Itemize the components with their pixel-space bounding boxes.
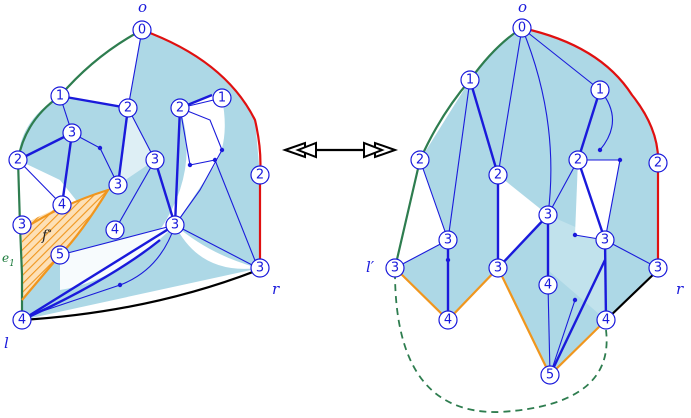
left-internal-edges (17, 29, 259, 322)
svg-text:3: 3 (18, 218, 26, 233)
left-orange-edges (21, 188, 111, 301)
left-hole-a (160, 95, 225, 230)
left-node: 2 (170, 98, 190, 118)
svg-text:1: 1 (56, 89, 64, 104)
left-label-e1: e1 (2, 251, 15, 269)
right-node: 3 (648, 258, 668, 278)
svg-text:3: 3 (171, 218, 179, 233)
left-node: 3 (165, 215, 185, 235)
svg-text:4: 4 (444, 313, 452, 328)
left-red-boundary (141, 28, 262, 268)
svg-text:3: 3 (114, 178, 122, 193)
right-hole-2 (498, 175, 548, 268)
svg-text:0: 0 (518, 21, 526, 36)
svg-text:3: 3 (391, 261, 399, 276)
svg-text:3: 3 (601, 233, 609, 248)
right-node: 3 (538, 205, 558, 225)
right-node: 0 (512, 18, 532, 38)
svg-text:3: 3 (68, 126, 76, 141)
right-node (598, 253, 612, 267)
right-node: 1 (590, 80, 610, 100)
left-node: 1 (212, 88, 232, 108)
svg-text:1: 1 (218, 91, 226, 106)
right-node: 3 (595, 230, 615, 250)
left-hole-d (118, 108, 155, 185)
left-node: 4 (52, 195, 72, 215)
left-node: 5 (50, 245, 70, 265)
left-node: 4 (12, 310, 32, 330)
right-label-l-prime: l′ (366, 258, 375, 276)
right-node: 4 (538, 275, 558, 295)
left-face-upper-left (18, 96, 128, 205)
svg-text:1: 1 (466, 73, 474, 88)
left-node: 3 (108, 175, 128, 195)
right-node: 3 (488, 258, 508, 278)
svg-text:3: 3 (256, 261, 264, 276)
left-node: 1 (50, 86, 70, 106)
left-node: 4 (105, 220, 125, 240)
left-node: 3 (145, 150, 165, 170)
svg-text:4: 4 (544, 278, 552, 293)
right-node: 5 (540, 365, 560, 385)
left-node: 0 (132, 20, 152, 40)
svg-text:2: 2 (124, 101, 132, 116)
left-node: 3 (62, 123, 82, 143)
right-node: 2 (648, 153, 668, 173)
svg-text:1: 1 (596, 83, 604, 98)
right-dashed-edge (394, 271, 608, 413)
svg-text:3: 3 (544, 208, 552, 223)
svg-text:2: 2 (494, 168, 502, 183)
left-label-r: r (272, 280, 280, 298)
double-headed-arrow-icon (281, 141, 399, 159)
right-label-r: r (676, 280, 684, 298)
svg-text:3: 3 (654, 261, 662, 276)
svg-text:2: 2 (256, 168, 264, 183)
right-node: 4 (596, 310, 616, 330)
svg-text:2: 2 (176, 101, 184, 116)
svg-text:2: 2 (654, 156, 662, 171)
left-hole-c (60, 225, 175, 290)
svg-text:3: 3 (444, 233, 452, 248)
svg-text:4: 4 (602, 313, 610, 328)
svg-text:5: 5 (56, 248, 64, 263)
svg-text:2: 2 (574, 153, 582, 168)
left-node: 2 (8, 150, 28, 170)
svg-text:4: 4 (111, 223, 119, 238)
right-node: 2 (410, 150, 430, 170)
right-node: 2 (568, 150, 588, 170)
left-label-l: l (4, 334, 9, 352)
right-node: 3 (438, 230, 458, 250)
svg-text:0: 0 (138, 23, 146, 38)
right-node: 3 (385, 258, 405, 278)
right-internal-edges (394, 27, 659, 376)
svg-text:4: 4 (58, 198, 66, 213)
left-black-edge (21, 268, 259, 322)
left-label-face: f∘ (41, 226, 52, 244)
right-node: 4 (438, 310, 458, 330)
svg-text:2: 2 (14, 153, 22, 168)
left-node: 2 (118, 98, 138, 118)
left-map: 0 1 2 3 2 3 4 3 2 1 3 4 5 3 3 2 4 o r l … (2, 0, 280, 352)
right-node: 2 (488, 165, 508, 185)
left-node: 3 (250, 258, 270, 278)
svg-text:5: 5 (546, 368, 554, 383)
right-hole-5 (548, 215, 606, 320)
right-black-edge (605, 269, 659, 321)
svg-text:3: 3 (494, 261, 502, 276)
left-hole-b (175, 225, 258, 269)
svg-text:3: 3 (151, 153, 159, 168)
left-node: 3 (12, 215, 32, 235)
right-hole-3 (395, 160, 448, 268)
right-node: 1 (460, 70, 480, 90)
svg-text:4: 4 (18, 313, 26, 328)
right-label-o: o (518, 0, 527, 16)
svg-text:2: 2 (416, 153, 424, 168)
right-red-boundary (521, 26, 660, 268)
left-node: 2 (250, 165, 270, 185)
left-label-o: o (138, 0, 147, 16)
right-map: 0 1 1 2 2 3 3 2 3 3 4 4 3 5 3 4 2 o r l′ (366, 0, 684, 413)
